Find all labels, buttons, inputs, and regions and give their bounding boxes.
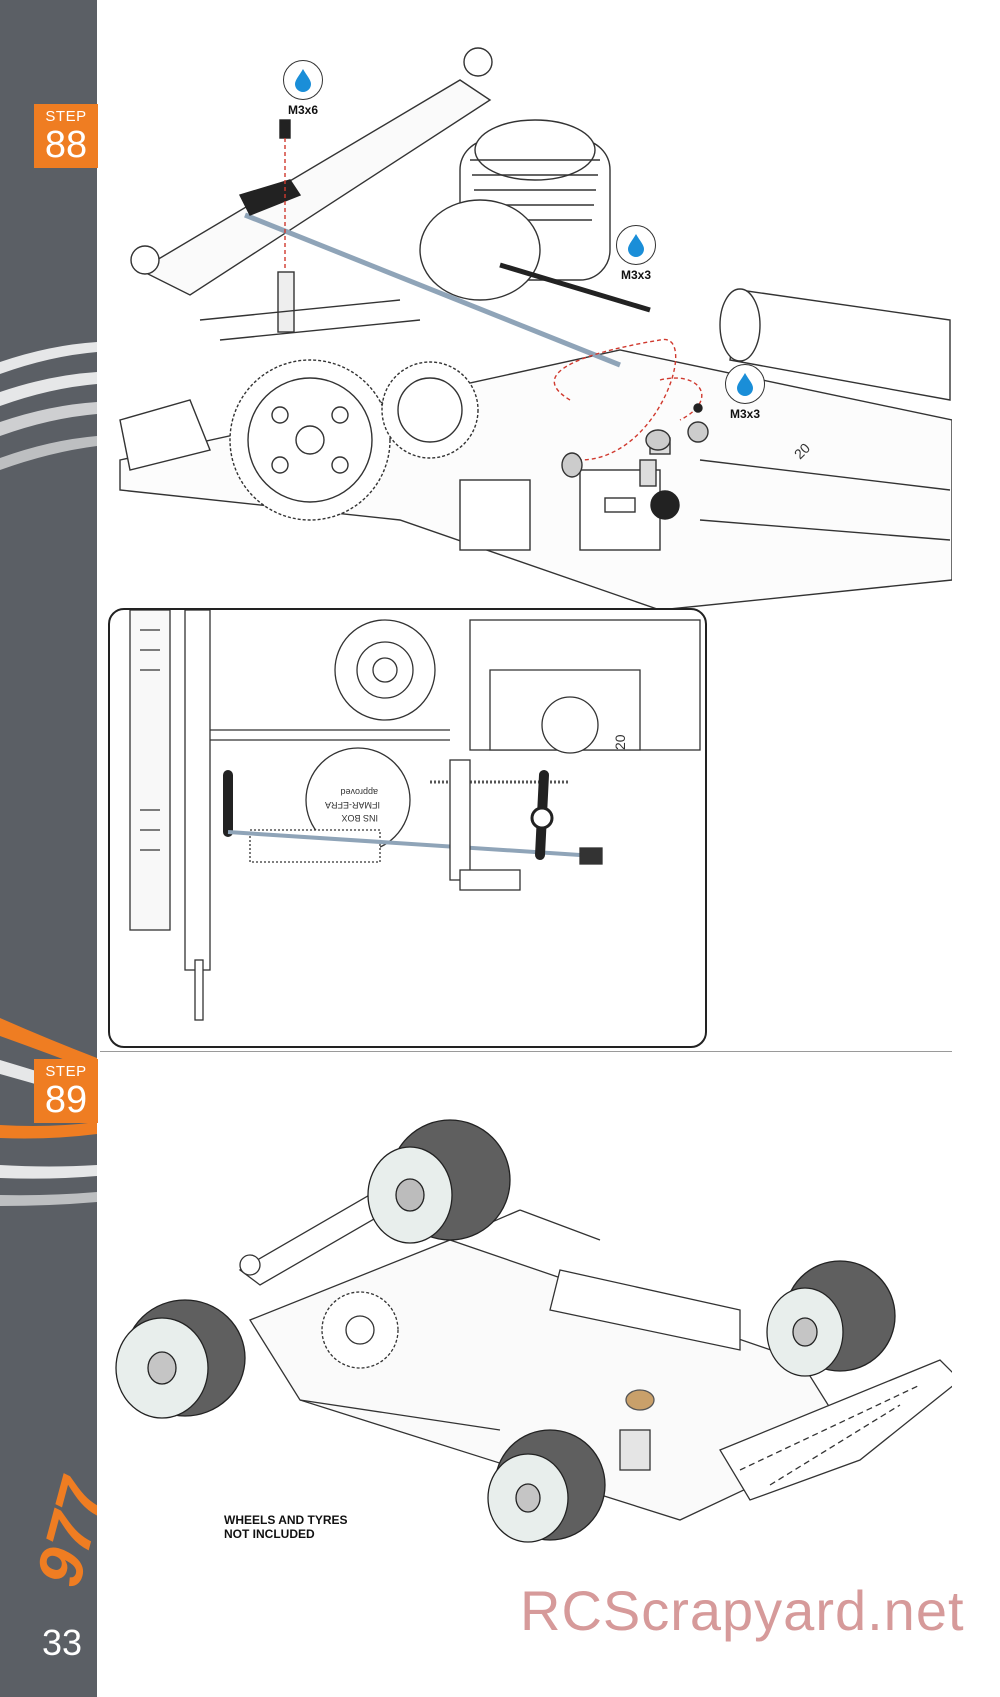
- step-divider: [100, 1051, 952, 1052]
- watermark: RCScrapyard.net: [520, 1579, 965, 1642]
- note-line: NOT INCLUDED: [224, 1527, 315, 1541]
- callout-m3x3-lower: M3x3: [725, 364, 765, 421]
- wheel-front-left: [115, 1299, 246, 1419]
- sidebar: 977: [0, 0, 97, 1697]
- page-number: 33: [42, 1622, 83, 1663]
- callout-m3x3-upper: M3x3: [616, 225, 656, 282]
- ins-box-text: approved: [340, 787, 378, 797]
- step-number: 88: [44, 124, 88, 166]
- screw-size-label: M3x6: [287, 103, 319, 117]
- top-view-drawing: 20 INS BOX IFMAR-EFRA approved: [129, 610, 701, 1021]
- step-88-top-view-inset: 20 INS BOX IFMAR-EFRA approved: [108, 608, 707, 1048]
- wheels-not-included-note: WHEELS AND TYRES NOT INCLUDED: [224, 1513, 348, 1541]
- callout-m3x6: M3x6: [283, 60, 323, 117]
- scale-label: 20: [612, 734, 628, 750]
- step-label: STEP: [45, 1063, 87, 1080]
- screw-size-label: M3x3: [729, 407, 761, 421]
- wheel-rear-left: [367, 1119, 511, 1244]
- oil-drop-icon: [616, 225, 656, 265]
- wheel-front-right: [487, 1429, 606, 1543]
- step-88-badge: STEP 88: [34, 104, 98, 168]
- step-88-assembly-drawing: 20: [119, 47, 952, 610]
- step-89-badge: STEP 89: [34, 1059, 98, 1123]
- step-number: 89: [44, 1079, 88, 1121]
- wheel-rear-right: [766, 1260, 896, 1377]
- step-89-assembly-drawing: [115, 1119, 952, 1543]
- screw-size-label: M3x3: [620, 268, 652, 282]
- oil-drop-icon: [725, 364, 765, 404]
- logo-977: 977: [22, 1469, 97, 1594]
- svg-text:977: 977: [22, 1469, 97, 1594]
- note-line: WHEELS AND TYRES: [224, 1513, 348, 1527]
- ins-box-text: IFMAR-EFRA: [325, 800, 380, 810]
- oil-drop-icon: [283, 60, 323, 100]
- ins-box-text: INS BOX: [341, 813, 378, 823]
- step-label: STEP: [45, 108, 87, 125]
